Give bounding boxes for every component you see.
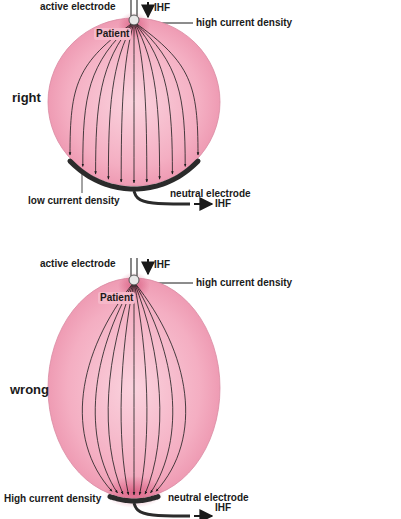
current-arrow — [147, 259, 149, 274]
patient-label: Patient — [98, 292, 135, 304]
current-line — [108, 282, 134, 494]
current-arrow — [194, 203, 212, 205]
current-line — [134, 22, 172, 174]
current-line — [134, 282, 186, 491]
electrode-handle — [130, 0, 131, 16]
current-arrow — [147, 2, 149, 17]
neutral-electrode — [110, 497, 158, 501]
leader-line — [82, 174, 83, 193]
current-line — [96, 22, 134, 174]
current-line — [121, 22, 134, 182]
electrode-handle — [136, 0, 137, 16]
current-arrow — [194, 515, 212, 517]
annotation-label: IHF — [215, 198, 231, 210]
annotation-label: high current density — [196, 17, 292, 29]
annotation-label: active electrode — [40, 1, 116, 13]
current-line — [82, 282, 134, 491]
electrode-cable — [134, 503, 190, 516]
annotation-label: neutral electrode — [170, 188, 251, 200]
current-line — [134, 282, 173, 493]
current-line — [83, 22, 134, 166]
electrode-handle — [130, 258, 131, 276]
current-line — [134, 22, 135, 183]
current-line — [134, 22, 198, 155]
annotation-label: low current density — [28, 195, 120, 207]
annotation-label: IHF — [154, 259, 170, 271]
annotation-label: IHF — [215, 502, 231, 514]
annotation-label: right — [12, 92, 41, 104]
active-electrode — [129, 15, 139, 25]
current-line — [134, 282, 135, 495]
patient-body — [48, 18, 220, 186]
patient-ellipse: Patient — [48, 18, 220, 186]
patient-body — [48, 278, 220, 498]
current-line — [134, 22, 185, 166]
annotation-label: wrong — [10, 384, 49, 396]
annotation-label: High current density — [4, 493, 101, 505]
annotation-label: IHF — [154, 2, 170, 14]
patient-ellipse: Patient — [48, 278, 220, 498]
annotation-label: neutral electrode — [168, 492, 249, 504]
patient-outline — [48, 18, 220, 186]
annotation-label: high current density — [196, 277, 292, 289]
patient-outline — [48, 278, 220, 498]
patient-label: Patient — [94, 28, 131, 40]
electrode-handle — [136, 258, 137, 276]
annotation-label: active electrode — [40, 258, 116, 270]
neutral-electrode — [70, 161, 198, 189]
active-electrode — [129, 275, 139, 285]
current-line — [121, 282, 134, 495]
current-line — [134, 22, 160, 179]
